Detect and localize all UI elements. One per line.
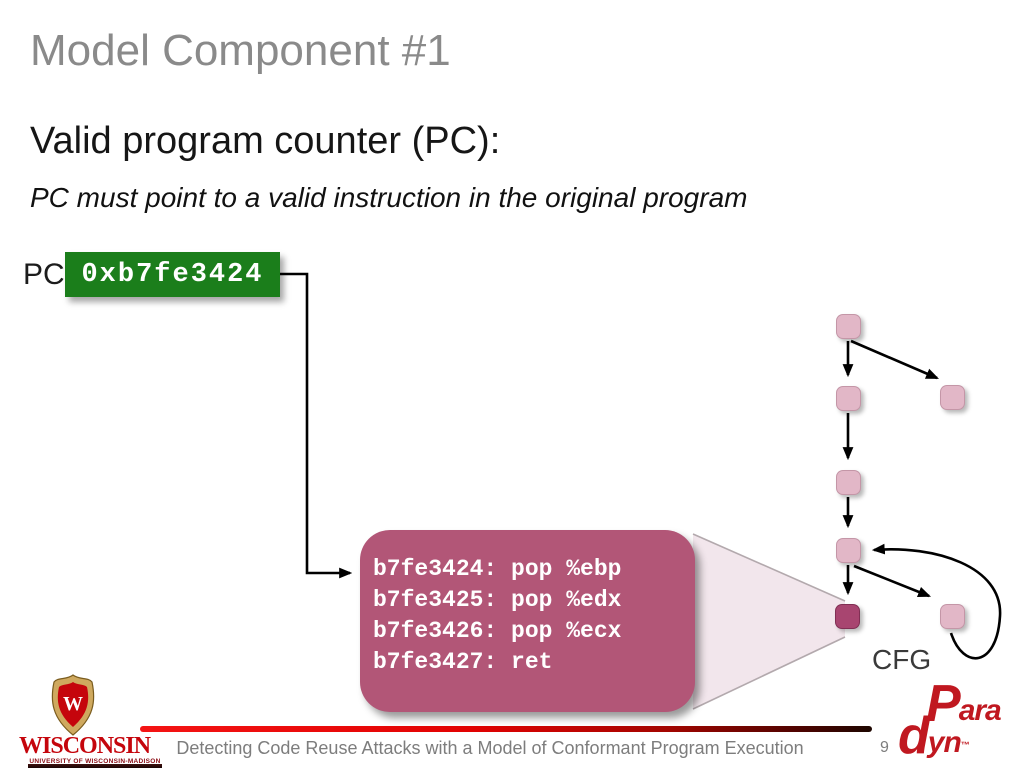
cfg-node-7 <box>940 604 965 629</box>
callout-beam <box>692 533 846 710</box>
cfg-node-6-highlighted <box>835 604 860 629</box>
instruction-callout-box: b7fe3424: pop %ebp b7fe3425: pop %edx b7… <box>360 530 695 712</box>
uw-crest-icon: W <box>51 674 95 736</box>
paradyn-trademark: ™ <box>960 740 970 750</box>
uw-wordmark: WISCONSIN <box>19 733 151 759</box>
pc-value-box: 0xb7fe3424 <box>65 252 280 297</box>
edge-n1-n3 <box>850 339 939 380</box>
slide-heading: Valid program counter (PC): <box>30 120 501 162</box>
paradyn-logo-top: P ara <box>926 675 1002 733</box>
paradyn-logo-bottom: d yn ™ <box>898 707 970 765</box>
cfg-node-3 <box>940 385 965 410</box>
pc-to-code-connector <box>280 272 353 579</box>
cfg-edges <box>842 339 1002 660</box>
paradyn-logo: P ara d yn ™ <box>898 675 1020 765</box>
paradyn-top-initial: P <box>926 675 961 733</box>
cfg-node-2 <box>836 386 861 411</box>
paradyn-bottom-rest: yn <box>927 726 962 759</box>
pc-value: 0xb7fe3424 <box>81 259 264 290</box>
paradyn-top-rest: ara <box>958 694 1002 727</box>
uw-tagline: UNIVERSITY OF WISCONSIN-MADISON <box>29 758 161 765</box>
instruction-line: b7fe3427: ret <box>373 649 553 675</box>
uw-crest-letter: W <box>63 693 83 715</box>
cfg-node-1 <box>836 314 861 339</box>
slide-subheading: PC must point to a valid instruction in … <box>30 182 748 213</box>
instruction-line: b7fe3426: pop %ecx <box>373 618 622 644</box>
footer-citation: Detecting Code Reuse Attacks with a Mode… <box>176 738 804 758</box>
instruction-line: b7fe3425: pop %edx <box>373 587 622 613</box>
footer-divider-line <box>140 726 872 732</box>
page-number: 9 <box>880 739 889 756</box>
instruction-line: b7fe3424: pop %ebp <box>373 556 622 582</box>
slide-title: Model Component #1 <box>30 26 451 75</box>
cfg-label: CFG <box>872 644 932 675</box>
edge-n5-n7 <box>853 564 932 598</box>
edge-n7-loop-n5 <box>871 543 1002 660</box>
uw-logo-bar <box>28 764 162 768</box>
cfg-node-5 <box>836 538 861 563</box>
paradyn-bottom-initial: d <box>898 707 930 765</box>
cfg-node-4 <box>836 470 861 495</box>
pc-register-label: PC <box>23 258 65 291</box>
